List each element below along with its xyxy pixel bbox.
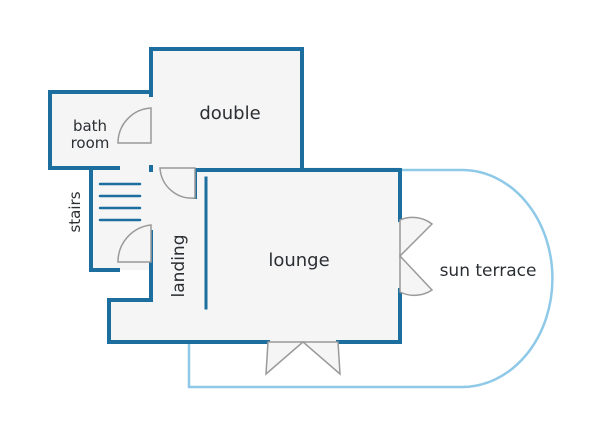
lounge-south-door-left-icon [265, 341, 306, 376]
bathroom-label-line2: room [71, 134, 110, 152]
stairs-landing-door-icon [117, 224, 152, 263]
bathroom-label-line1: bath [73, 117, 107, 135]
walls [48, 47, 402, 344]
stairs-treads [98, 182, 142, 222]
lounge-terrace-door-lower-icon [399, 254, 434, 297]
lounge-south-door-right-icon [300, 341, 341, 376]
sun-terrace-label: sun terrace [440, 261, 537, 281]
double-label: double [199, 103, 260, 124]
double-door-icon [159, 167, 196, 199]
room-labels: double bath room stairs landing lounge s… [66, 103, 536, 298]
landing-label: landing [169, 235, 189, 298]
sun-terrace-outline [187, 168, 554, 389]
lounge-terrace-door-upper-icon [399, 216, 434, 258]
bathroom-door-icon [117, 107, 152, 144]
double-fill [151, 49, 302, 167]
stairs-label: stairs [66, 191, 84, 232]
lounge-label: lounge [268, 250, 329, 271]
lounge-landing-fill [109, 167, 400, 342]
room-fills [50, 49, 400, 342]
doors [117, 107, 434, 376]
